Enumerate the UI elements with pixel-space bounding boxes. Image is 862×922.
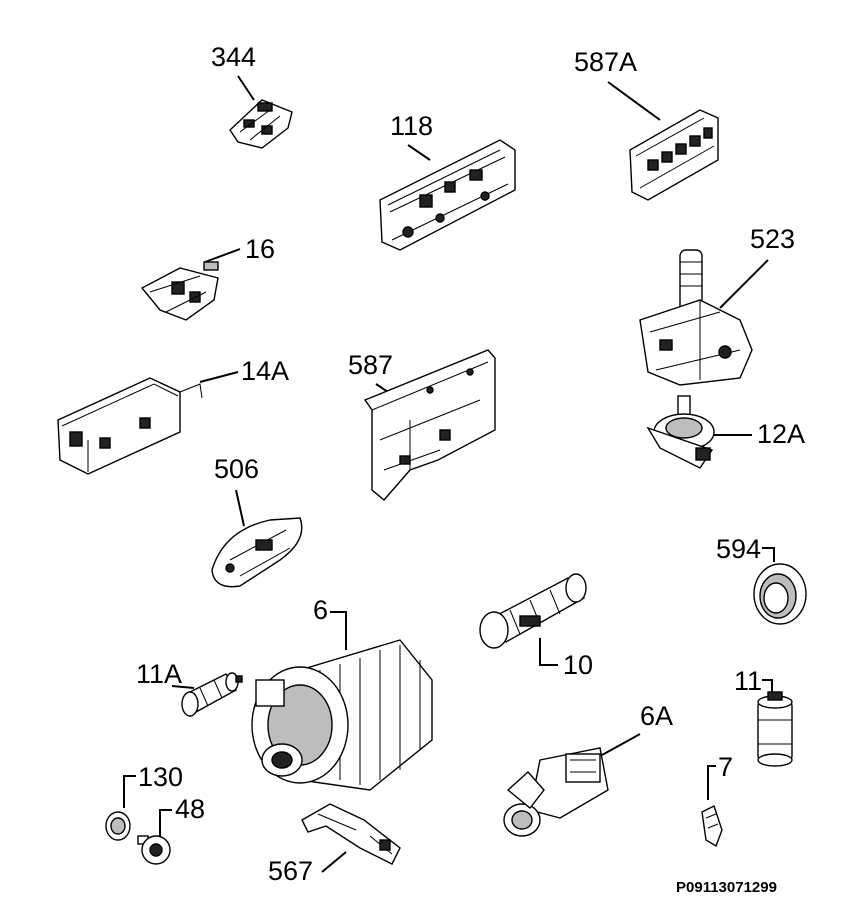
leader-6	[330, 611, 347, 650]
leader-344	[237, 75, 255, 101]
part-130[interactable]: 130	[105, 762, 183, 841]
part-594[interactable]: 594	[716, 534, 807, 625]
label-16: 16	[245, 234, 275, 264]
leader-6A	[601, 733, 641, 756]
leader-118	[407, 144, 431, 161]
part-7-drawing	[701, 805, 723, 848]
leader-567	[321, 851, 347, 873]
part-48[interactable]: 48	[137, 794, 205, 865]
label-506: 506	[214, 454, 259, 484]
part-6A[interactable]: 6A	[503, 701, 673, 837]
part-6[interactable]: 6	[251, 595, 433, 791]
part-12A-drawing	[646, 395, 715, 469]
part-14A-drawing	[57, 377, 203, 475]
part-587A-drawing	[629, 109, 719, 201]
part-48-drawing	[137, 835, 171, 865]
label-523: 523	[750, 224, 795, 254]
part-118[interactable]: 118	[379, 111, 516, 251]
label-6: 6	[313, 595, 328, 625]
part-16-drawing	[140, 261, 219, 321]
part-16[interactable]: 16	[140, 234, 275, 321]
part-7[interactable]: 7	[701, 752, 733, 848]
part-10[interactable]: 10	[479, 573, 593, 680]
label-567: 567	[268, 856, 313, 886]
label-7: 7	[718, 752, 733, 782]
part-594-drawing	[753, 563, 807, 625]
label-587: 587	[348, 350, 393, 380]
part-567[interactable]: 567	[268, 803, 401, 886]
label-10: 10	[563, 650, 593, 680]
label-12A: 12A	[757, 419, 805, 449]
part-587A[interactable]: 587A	[574, 47, 719, 201]
label-587A: 587A	[574, 47, 637, 77]
part-523-drawing	[639, 249, 753, 386]
part-523[interactable]: 523	[639, 224, 795, 386]
part-130-drawing	[105, 811, 131, 841]
label-118: 118	[390, 111, 433, 141]
part-12A[interactable]: 12A	[646, 395, 805, 469]
part-14A[interactable]: 14A	[57, 356, 289, 475]
leader-7	[707, 765, 716, 800]
leader-14A	[199, 371, 239, 383]
label-48: 48	[175, 794, 205, 824]
part-567-drawing	[301, 803, 401, 865]
label-594: 594	[716, 534, 761, 564]
leader-48	[159, 809, 172, 836]
part-11A[interactable]: 11A	[136, 659, 243, 717]
leader-16	[204, 248, 241, 263]
label-344: 344	[211, 42, 256, 72]
leader-594	[762, 547, 775, 562]
leader-130	[123, 775, 136, 808]
label-6A: 6A	[640, 701, 673, 731]
part-10-drawing	[479, 573, 587, 649]
part-11-drawing	[757, 691, 793, 767]
label-11A: 11A	[136, 659, 182, 689]
part-506-drawing	[211, 517, 303, 588]
label-130: 130	[138, 762, 183, 792]
label-14A: 14A	[241, 356, 289, 386]
leader-506	[235, 489, 245, 527]
part-118-drawing	[379, 139, 516, 251]
part-344-drawing	[229, 99, 293, 149]
leader-523	[719, 259, 769, 309]
label-11: 11	[734, 666, 762, 696]
part-506[interactable]: 506	[211, 454, 303, 588]
part-11[interactable]: 11	[734, 666, 793, 767]
part-11A-drawing	[181, 672, 243, 717]
drawing-code: P09113071299	[676, 879, 777, 896]
part-587-drawing	[363, 349, 496, 501]
part-6A-drawing	[503, 747, 609, 837]
part-344[interactable]: 344	[211, 42, 293, 149]
leader-587A	[607, 81, 661, 121]
leader-11A	[171, 685, 195, 689]
part-6-drawing	[251, 639, 433, 791]
leader-10	[539, 638, 558, 666]
part-587[interactable]: 587	[348, 349, 496, 501]
